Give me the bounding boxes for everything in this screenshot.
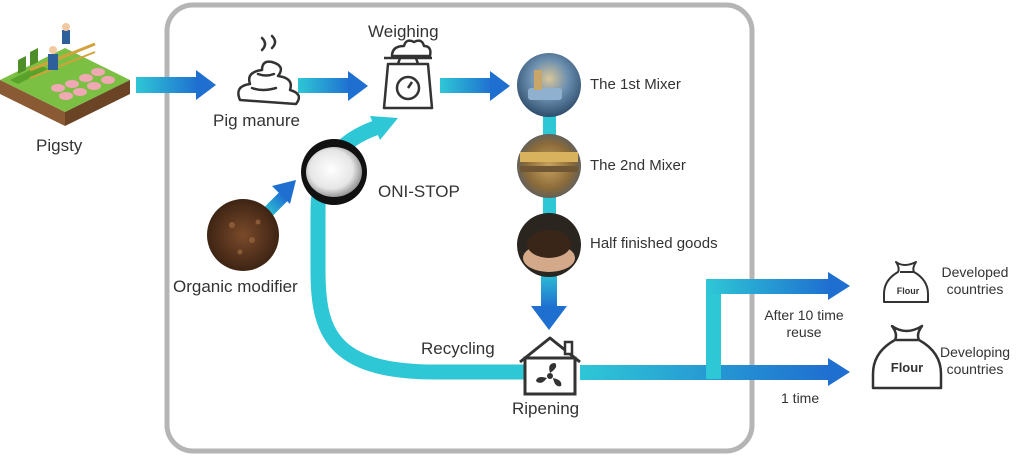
node-label-half-finished: Half finished goods xyxy=(590,235,718,252)
connector-mixer2-to-half xyxy=(543,192,556,220)
connector-mixer1-to-mixer2 xyxy=(543,112,556,140)
process-frame xyxy=(164,2,755,454)
manure-icon xyxy=(237,34,301,106)
output-arrowhead-developed xyxy=(828,272,850,300)
node-label-pig-manure: Pig manure xyxy=(213,111,300,130)
flour-label-developing: Flour xyxy=(891,360,924,375)
pigsty-icon xyxy=(0,23,130,126)
edge-label-once: 1 time xyxy=(781,390,820,406)
node-label-organic-modifier: Organic modifier xyxy=(173,277,298,296)
recycling-arrowhead xyxy=(370,116,398,140)
flour-label-developed: Flour xyxy=(897,286,920,296)
node-label-mixer1: The 1st Mixer xyxy=(590,76,681,93)
arrow-weighing-to-mixer1 xyxy=(440,71,510,101)
branch-horizontal xyxy=(706,279,830,294)
mixer1-photo-icon xyxy=(517,53,581,117)
edge-label-recycling: Recycling xyxy=(421,339,495,358)
arrow-modifier-to-onistop xyxy=(261,180,296,219)
output-line xyxy=(580,365,830,380)
node-label-weighing: Weighing xyxy=(368,22,439,41)
mixer2-photo-icon xyxy=(517,134,581,198)
output-arrowhead-developing xyxy=(828,358,850,386)
house-fan-icon xyxy=(519,336,581,396)
soil-photo-icon xyxy=(517,213,581,277)
branch-vertical xyxy=(706,279,721,379)
flour-sack-icon-developing xyxy=(871,324,943,390)
arrow-pigsty-to-manure xyxy=(136,70,216,100)
flour-sack-icon-developed xyxy=(883,261,929,303)
edge-label-reuse: After 10 time reuse xyxy=(764,307,844,340)
node-label-pigsty: Pigsty xyxy=(36,136,83,155)
arrow-half-to-ripening xyxy=(531,270,567,330)
powder-photo-icon xyxy=(301,139,367,205)
node-label-developing: Developing countries xyxy=(939,344,1011,377)
node-label-ripening: Ripening xyxy=(512,399,580,418)
node-label-oni-stop: ONI-STOP xyxy=(378,182,460,201)
scale-icon xyxy=(382,39,434,110)
node-label-mixer2: The 2nd Mixer xyxy=(590,157,686,174)
organic-modifier-photo-icon xyxy=(207,199,279,271)
arrow-manure-to-weighing xyxy=(298,71,368,101)
node-label-developed: Developed countries xyxy=(941,264,1009,297)
